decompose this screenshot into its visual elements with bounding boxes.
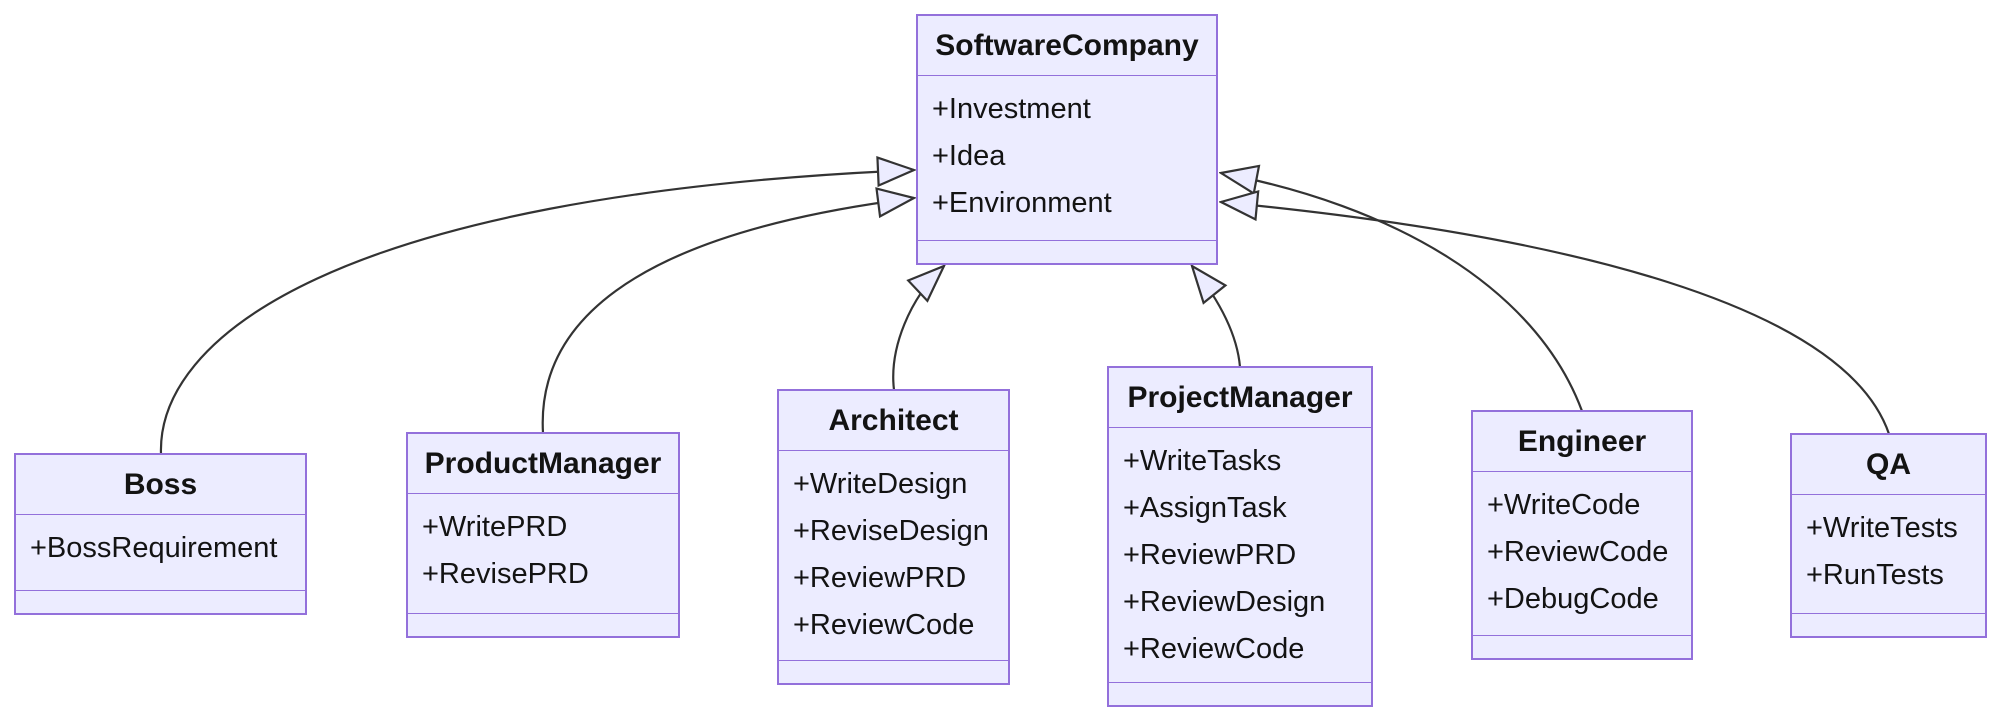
member-row: +ReviewCode (1487, 536, 1669, 568)
member-row: +WriteCode (1487, 489, 1641, 521)
member-row: +ReviewPRD (793, 562, 967, 594)
class-box-projectmanager: ProjectManager +WriteTasks +AssignTask +… (1107, 366, 1373, 707)
member-row: +ReviewCode (1123, 633, 1305, 665)
member-row: +WriteTasks (1123, 445, 1282, 477)
edge-boss-to-softwarecompany (159, 170, 914, 455)
class-box-softwarecompany: SoftwareCompany +Investment +Idea +Envir… (916, 14, 1218, 265)
member-row: +Investment (932, 93, 1091, 125)
class-title: Engineer (1473, 412, 1691, 472)
member-row: +WriteTests (1806, 512, 1958, 544)
edge-projectmanager-to-softwarecompany (1192, 266, 1242, 368)
class-methods-empty (1473, 636, 1691, 658)
member-row: +BossRequirement (30, 532, 278, 564)
class-box-engineer: Engineer +WriteCode +ReviewCode +DebugCo… (1471, 410, 1693, 660)
class-box-qa: QA +WriteTests +RunTests (1790, 433, 1987, 638)
class-box-productmanager: ProductManager +WritePRD +RevisePRD (406, 432, 680, 638)
class-methods-empty (408, 614, 678, 636)
class-members: +Investment +Idea +Environment (918, 76, 1216, 241)
edge-productmanager-to-softwarecompany (541, 198, 914, 434)
edge-qa-to-softwarecompany (1221, 202, 1891, 435)
class-box-boss: Boss +BossRequirement (14, 453, 307, 615)
class-title: ProductManager (408, 434, 678, 494)
member-row: +Idea (932, 140, 1006, 172)
class-members: +WriteTests +RunTests (1792, 495, 1985, 614)
member-row: +ReviewCode (793, 609, 975, 641)
member-row: +WritePRD (422, 511, 568, 543)
member-row: +RunTests (1806, 559, 1944, 591)
class-methods-empty (1792, 614, 1985, 636)
class-members: +WriteDesign +ReviseDesign +ReviewPRD +R… (779, 451, 1008, 661)
class-title: ProjectManager (1109, 368, 1371, 428)
class-members: +WriteCode +ReviewCode +DebugCode (1473, 472, 1691, 636)
class-members: +WritePRD +RevisePRD (408, 494, 678, 614)
class-title: Boss (16, 455, 305, 515)
class-title: Architect (779, 391, 1008, 451)
edge-architect-to-softwarecompany (892, 266, 944, 391)
class-methods-empty (16, 591, 305, 613)
class-members: +WriteTasks +AssignTask +ReviewPRD +Revi… (1109, 428, 1371, 683)
class-title: SoftwareCompany (918, 16, 1216, 76)
member-row: +ReviseDesign (793, 515, 989, 547)
member-row: +RevisePRD (422, 558, 589, 590)
member-row: +WriteDesign (793, 468, 968, 500)
member-row: +ReviewDesign (1123, 586, 1326, 618)
edge-engineer-to-softwarecompany (1221, 173, 1584, 412)
class-title: QA (1792, 435, 1985, 495)
class-members: +BossRequirement (16, 515, 305, 591)
member-row: +AssignTask (1123, 492, 1287, 524)
class-box-architect: Architect +WriteDesign +ReviseDesign +Re… (777, 389, 1010, 685)
class-methods-empty (1109, 683, 1371, 705)
member-row: +Environment (932, 187, 1112, 219)
class-methods-empty (779, 661, 1008, 683)
class-methods-empty (918, 241, 1216, 263)
member-row: +ReviewPRD (1123, 539, 1297, 571)
member-row: +DebugCode (1487, 583, 1659, 615)
